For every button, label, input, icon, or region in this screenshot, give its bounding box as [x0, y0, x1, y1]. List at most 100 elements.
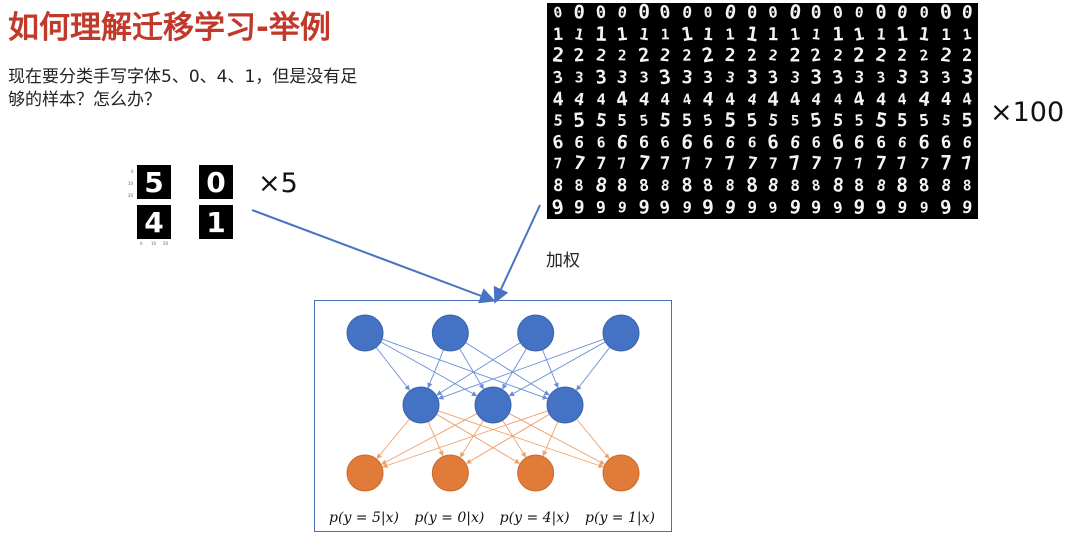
- network-edge: [382, 410, 549, 468]
- network-edge: [465, 413, 550, 464]
- network-edge: [576, 418, 610, 460]
- network-edge: [508, 413, 606, 465]
- digit-sample: 5: [638, 112, 650, 131]
- digit-sample: 2: [938, 44, 953, 69]
- digit-sample: 4: [681, 90, 693, 109]
- problem-statement: 现在要分类手写字体5、0、4、1，但是没有足够的样本？怎么办？: [8, 67, 358, 110]
- output-neuron: [346, 454, 384, 492]
- tick-label: 20: [128, 193, 134, 198]
- digit-sample: 5: [702, 111, 715, 132]
- digit-sample: 8: [574, 176, 585, 196]
- digit-sample: 4: [702, 88, 716, 112]
- digit-sample: 4: [551, 88, 564, 111]
- digit-sample: 5: [617, 111, 628, 131]
- digit-sample: 2: [636, 44, 651, 69]
- digit-sample: 1: [679, 23, 695, 47]
- digit-sample: 6: [595, 134, 606, 152]
- digit-sample: 2: [551, 44, 565, 69]
- digit-sample: 1: [961, 25, 973, 44]
- digit-sample: 7: [874, 153, 888, 176]
- sample-digit: 0: [206, 166, 225, 199]
- digit-sample: 5: [681, 111, 693, 132]
- digit-sample: 7: [636, 152, 652, 177]
- digit-sample: 9: [746, 198, 757, 218]
- digit-sample: 3: [574, 69, 585, 87]
- digit-sample: 9: [702, 195, 716, 219]
- digit-sample: 6: [961, 133, 973, 153]
- digit-sample: 3: [939, 68, 952, 88]
- digit-sample: 7: [745, 153, 759, 176]
- digit-sample: 6: [573, 133, 585, 153]
- network-edge: [438, 338, 605, 400]
- digit-sample: 9: [852, 195, 867, 219]
- sample-digit: 4: [144, 206, 163, 239]
- digit-sample: 9: [573, 196, 586, 219]
- digit-sample: 2: [897, 46, 908, 67]
- digit-sample: 6: [659, 133, 672, 153]
- digit-sample: 2: [659, 46, 672, 67]
- digit-sample: 3: [551, 67, 565, 89]
- digit-sample: 6: [723, 132, 737, 154]
- tick-label: 10: [151, 241, 157, 246]
- output-probability-label: p(y = 5|x): [329, 510, 399, 526]
- digit-sample: 5: [658, 109, 673, 133]
- network-edge: [437, 410, 604, 468]
- digit-sample: 0: [874, 3, 888, 25]
- digit-sample: 6: [747, 134, 757, 152]
- digit-sample: 7: [809, 153, 823, 176]
- digit-sample: 6: [766, 131, 780, 155]
- tick-label: 20: [163, 241, 169, 246]
- digit-sample: 9: [768, 198, 779, 217]
- digit-sample: 6: [615, 131, 630, 155]
- input-neuron: [346, 314, 384, 352]
- digit-sample: 7: [552, 155, 563, 174]
- digit-sample: 3: [639, 69, 649, 88]
- network-edge: [436, 413, 521, 464]
- input-neuron: [602, 314, 640, 352]
- digit-sample: 0: [722, 3, 738, 26]
- digit-sample: 7: [896, 154, 909, 175]
- digit-sample: 7: [659, 153, 672, 176]
- digit-sample: 4: [960, 89, 974, 110]
- digit-sample: 4: [724, 89, 736, 111]
- digit-sample: 8: [810, 177, 822, 196]
- digit-sample: 9: [961, 197, 974, 219]
- network-edge: [502, 348, 527, 390]
- digit-sample: 7: [918, 154, 930, 175]
- digit-sample: 0: [703, 4, 714, 23]
- digit-sample: 8: [766, 174, 781, 198]
- digit-sample: 6: [939, 132, 952, 154]
- sample-plot-0: 0: [199, 165, 233, 199]
- digit-sample: 5: [809, 109, 824, 133]
- hidden-neuron: [402, 386, 440, 424]
- digit-sample: 7: [616, 155, 628, 174]
- network-edge: [465, 342, 550, 396]
- digit-sample: 1: [744, 22, 760, 48]
- digit-sample: 5: [961, 110, 974, 133]
- digit-sample: 4: [833, 91, 843, 109]
- digit-sample: 8: [637, 176, 650, 197]
- digit-sample: 6: [853, 132, 866, 154]
- digit-sample: 4: [940, 89, 952, 111]
- large-to-network-arrow: [493, 204, 541, 304]
- digit-sample: 9: [874, 196, 888, 219]
- digit-sample: 2: [767, 47, 779, 66]
- digit-sample: 1: [917, 23, 931, 47]
- digit-sample: 8: [896, 174, 909, 198]
- output-neuron: [517, 454, 555, 492]
- digit-sample: 1: [552, 24, 564, 46]
- digit-sample: 2: [573, 45, 586, 68]
- digit-sample: 6: [680, 130, 694, 155]
- digit-sample: 2: [852, 44, 866, 69]
- digit-sample: 1: [875, 25, 887, 45]
- digit-sample: 7: [723, 153, 737, 176]
- digit-sample: 0: [854, 4, 865, 23]
- network-edge: [459, 348, 484, 390]
- output-probability-label: p(y = 0|x): [414, 510, 485, 526]
- network-edge: [375, 346, 410, 391]
- digit-sample: 2: [918, 47, 930, 66]
- digit-sample: 5: [831, 110, 844, 132]
- digit-sample: 3: [810, 66, 823, 90]
